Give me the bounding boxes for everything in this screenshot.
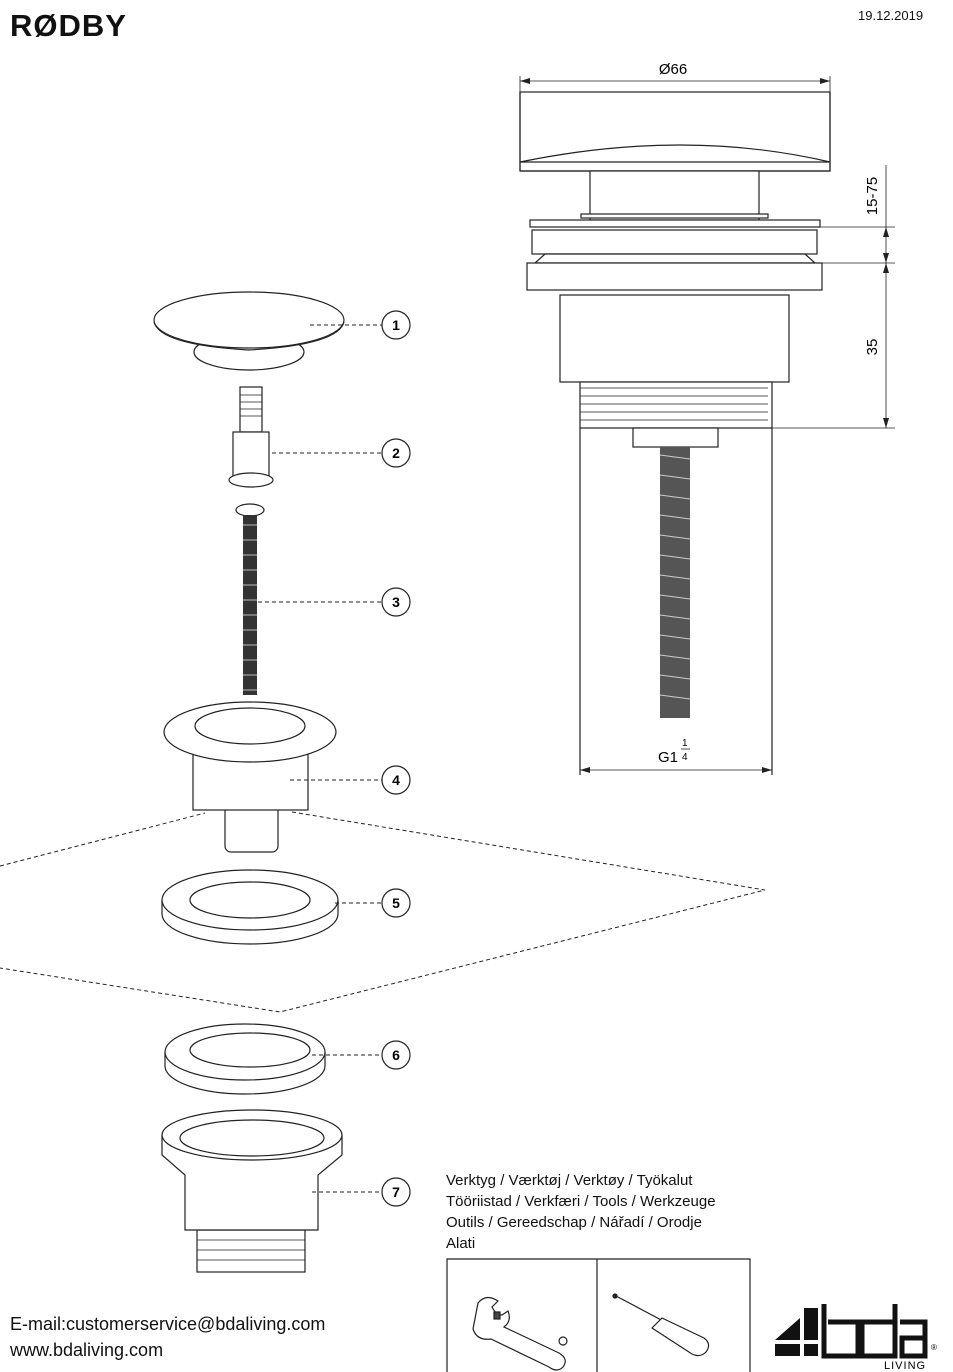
part-1-cap xyxy=(153,291,345,371)
svg-text:®: ® xyxy=(931,1343,937,1352)
callout-1: 1 xyxy=(392,317,400,333)
callout-3: 3 xyxy=(392,594,400,610)
part-3-screw xyxy=(235,503,265,695)
contact-email[interactable]: E-mail:customerservice@bdaliving.com xyxy=(10,1314,326,1334)
tools-line: Verktyg / Værktøj / Verktøy / Työkalut xyxy=(446,1172,693,1189)
tools-required-text: Verktyg / Værktøj / Verktøy / Työkalut T… xyxy=(446,1170,716,1254)
callout-7: 7 xyxy=(392,1184,400,1200)
exploded-view: 1 2 3 4 5 6 7 xyxy=(0,291,766,1273)
part-6-ring xyxy=(164,1023,326,1095)
tools-table xyxy=(446,1258,751,1372)
callout-5: 5 xyxy=(392,895,400,911)
thread-fraction-numerator: 1 xyxy=(682,738,688,749)
part-2-stem xyxy=(228,386,274,488)
bdo-living-logo: ® LIVING xyxy=(775,1304,937,1372)
adjustable-wrench-icon xyxy=(472,1296,568,1371)
height-label: 35 xyxy=(864,339,881,356)
part-7-cup xyxy=(161,1109,343,1273)
product-title: RØDBY xyxy=(10,8,127,43)
website-link[interactable]: www.bdaliving.com xyxy=(10,1340,164,1360)
assembled-view: Ø66 G1 1 4 15-75 35 xyxy=(519,61,895,775)
height-range-label: 15-75 xyxy=(864,177,881,215)
diameter-label: Ø66 xyxy=(659,61,687,78)
tools-line: Outils / Gereedschap / Nářadí / Orodje xyxy=(446,1214,702,1231)
part-5-gasket xyxy=(161,869,339,945)
document-date: 19.12.2019 xyxy=(858,8,924,23)
thread-label: G1 xyxy=(658,749,678,766)
logo-sub: LIVING xyxy=(884,1360,926,1372)
callout-4: 4 xyxy=(392,772,400,788)
tools-line: Alati xyxy=(446,1235,476,1252)
tools-line: Tööriistad / Verkfæri / Tools / Werkzeug… xyxy=(446,1193,716,1210)
callout-6: 6 xyxy=(392,1047,400,1063)
callout-2: 2 xyxy=(392,445,400,461)
callouts: 1 2 3 4 5 6 7 xyxy=(381,310,411,1207)
part-4-body xyxy=(163,701,337,853)
screwdriver-icon xyxy=(612,1293,710,1357)
thread-fraction-denominator: 4 xyxy=(682,752,688,763)
